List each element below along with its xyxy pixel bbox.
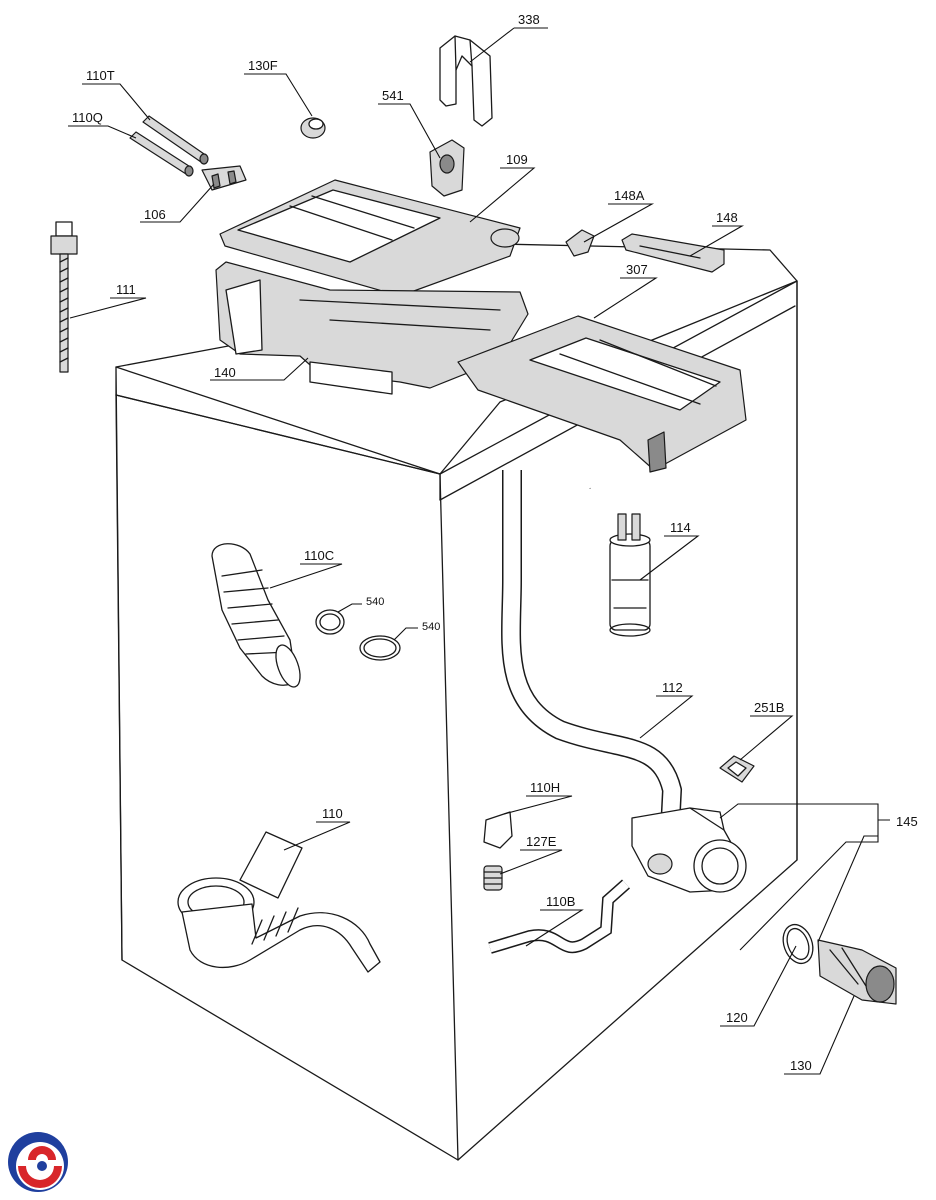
label-112: 112: [639, 680, 694, 739]
label-120: 120: [720, 945, 797, 1027]
label-106: 106: [140, 183, 215, 223]
svg-text:145: 145: [896, 814, 918, 829]
svg-text:110T: 110T: [86, 68, 115, 83]
svg-text:338: 338: [518, 12, 540, 27]
part-110T-tube: [142, 115, 209, 165]
part-112-drain-hose: [458, 451, 683, 841]
label-148: 148: [689, 210, 745, 257]
svg-text:541: 541: [382, 88, 404, 103]
svg-text:140: 140: [214, 365, 236, 380]
svg-text:540: 540: [422, 621, 440, 633]
label-110C: 110C: [269, 548, 343, 589]
svg-text:110Q: 110Q: [72, 110, 103, 125]
svg-text:251B: 251B: [754, 700, 784, 715]
label-251B: 251B: [739, 700, 794, 761]
label-110B: 110B: [525, 894, 584, 947]
part-251B-pad: [719, 755, 755, 783]
label-110Q: 110Q: [68, 110, 137, 139]
part-110B-hose: [488, 879, 630, 954]
label-114: 114: [639, 520, 700, 581]
svg-text:109: 109: [506, 152, 528, 167]
svg-text:148A: 148A: [614, 188, 645, 203]
part-106-valve: [201, 165, 247, 191]
brand-logo: [8, 1132, 68, 1192]
label-111: 111: [69, 282, 147, 319]
part-130F-cap: [300, 117, 326, 139]
part-110H-elbow: [483, 811, 513, 849]
svg-text:111: 111: [116, 282, 136, 297]
label-541: 541: [378, 88, 441, 159]
svg-text:130F: 130F: [248, 58, 278, 73]
part-338-bracket: [439, 35, 493, 127]
label-109: 109: [469, 152, 536, 223]
label-140: 140: [210, 357, 309, 381]
part-111-bolt: [50, 221, 78, 373]
label-540-2: 540: [393, 621, 440, 641]
svg-text:130: 130: [790, 1058, 812, 1073]
labels: 338 130F 110T 110Q 541 109 106 148A: [68, 12, 918, 1075]
svg-text:114: 114: [670, 520, 691, 535]
svg-text:110H: 110H: [530, 780, 560, 795]
part-148A-clip: [565, 229, 595, 257]
svg-text:120: 120: [726, 1010, 748, 1025]
part-140-dispenser-housing: [215, 261, 529, 395]
label-127E: 127E: [499, 834, 563, 875]
part-540-clamp-1: [315, 609, 345, 635]
svg-text:106: 106: [144, 207, 166, 222]
part-110-sump-hose: [177, 831, 381, 973]
label-145: 145: [719, 803, 918, 951]
svg-text:148: 148: [716, 210, 738, 225]
svg-text:307: 307: [626, 262, 648, 277]
label-307: 307: [593, 262, 658, 319]
svg-text:112: 112: [662, 680, 683, 695]
part-110Q-tube: [129, 131, 194, 177]
label-110H: 110H: [503, 780, 573, 815]
svg-text:110: 110: [322, 806, 343, 821]
svg-text:540: 540: [366, 596, 384, 608]
part-110C-bellows-hose: [211, 543, 301, 688]
part-120-gasket: [782, 923, 814, 965]
part-540-clamp-2: [359, 635, 401, 661]
label-130F: 130F: [244, 58, 313, 117]
label-148A: 148A: [583, 188, 655, 243]
label-540-1: 540: [337, 596, 384, 613]
label-130: 130: [784, 995, 855, 1075]
part-127E-spring: [483, 865, 503, 891]
svg-text:127E: 127E: [526, 834, 557, 849]
label-338: 338: [469, 12, 548, 63]
svg-text:110C: 110C: [304, 548, 334, 563]
label-110: 110: [283, 806, 351, 851]
part-541-clip: [429, 139, 465, 197]
part-109-dispenser-cover: [219, 179, 521, 297]
part-130-filter: [817, 939, 897, 1005]
part-114-capacitor: [609, 513, 651, 637]
part-145-drain-pump: [631, 807, 747, 893]
part-307-drawer: [457, 315, 747, 473]
label-110T: 110T: [82, 68, 151, 121]
svg-text:110B: 110B: [546, 894, 575, 909]
